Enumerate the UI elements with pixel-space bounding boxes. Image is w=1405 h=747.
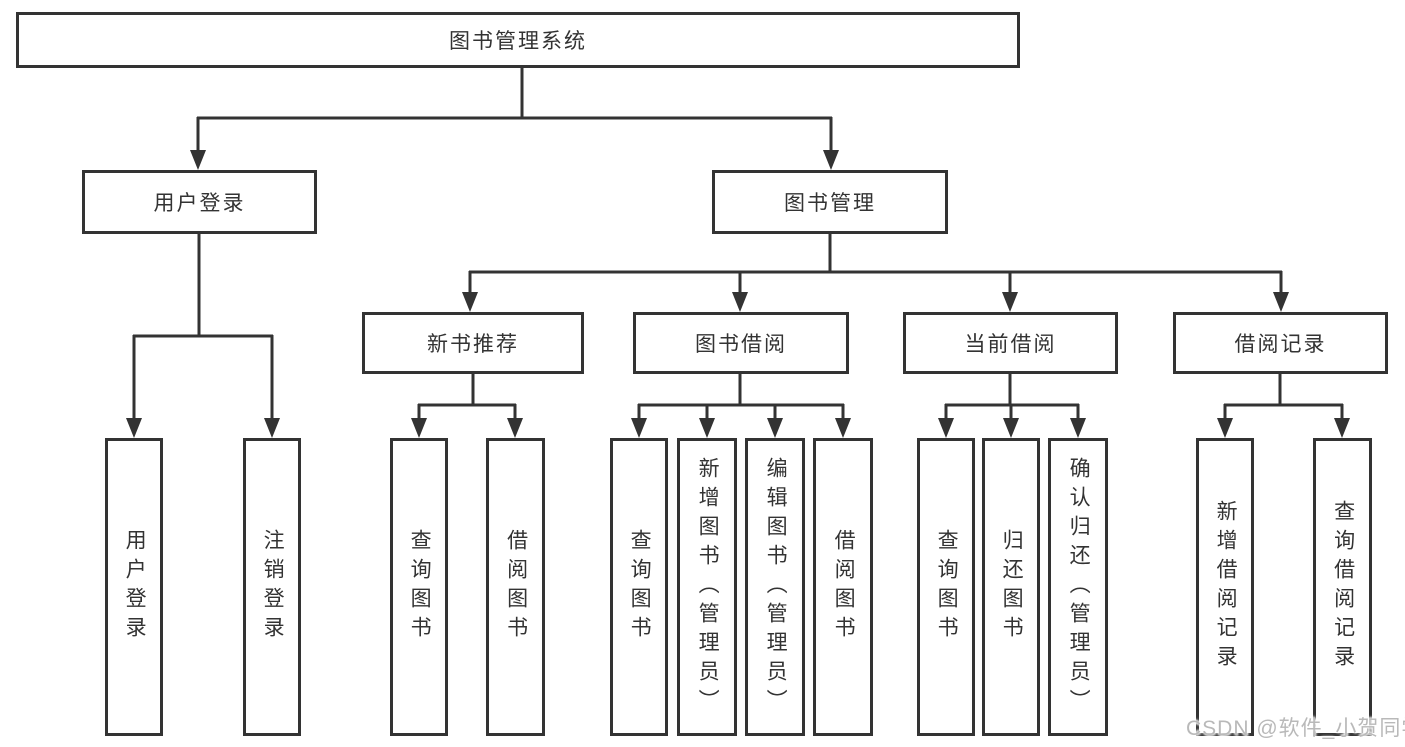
node-user-login-label: 用户登录 bbox=[153, 192, 246, 215]
node-book-borrow-label: 图书借阅 bbox=[695, 333, 787, 356]
leaf-bb-query-books-label: 查询图书 bbox=[628, 529, 652, 645]
leaf-nbr-borrow-books: 借阅图书 bbox=[486, 438, 545, 736]
node-library-system-label: 图书管理系统 bbox=[449, 30, 587, 53]
leaf-nbr-query-books-label: 查询图书 bbox=[408, 529, 432, 645]
leaf-bb-edit-books-admin-label: 编辑图书（管理员） bbox=[764, 456, 788, 718]
leaf-cb-query-books-label: 查询图书 bbox=[935, 529, 959, 645]
node-borrow-records: 借阅记录 bbox=[1173, 312, 1388, 374]
leaf-bb-add-books-admin: 新增图书（管理员） bbox=[677, 438, 737, 736]
node-book-borrow: 图书借阅 bbox=[633, 312, 849, 374]
leaf-nbr-borrow-books-label: 借阅图书 bbox=[504, 529, 528, 645]
node-current-borrow-label: 当前借阅 bbox=[964, 333, 1057, 356]
leaf-cb-return-books: 归还图书 bbox=[982, 438, 1040, 736]
leaf-br-query-record: 查询借阅记录 bbox=[1313, 438, 1372, 736]
node-new-book-recommend: 新书推荐 bbox=[362, 312, 584, 374]
leaf-bb-add-books-admin-label: 新增图书（管理员） bbox=[696, 456, 720, 718]
leaf-user-login: 用户登录 bbox=[105, 438, 163, 736]
leaf-logout-label: 注销登录 bbox=[261, 529, 285, 645]
node-borrow-records-label: 借阅记录 bbox=[1234, 333, 1327, 356]
node-book-management-label: 图书管理 bbox=[784, 192, 876, 215]
leaf-user-login-label: 用户登录 bbox=[123, 529, 147, 645]
leaf-br-query-record-label: 查询借阅记录 bbox=[1331, 500, 1355, 674]
leaf-br-add-record-label: 新增借阅记录 bbox=[1214, 500, 1238, 674]
leaf-logout: 注销登录 bbox=[243, 438, 301, 736]
leaf-br-add-record: 新增借阅记录 bbox=[1196, 438, 1254, 736]
leaf-cb-confirm-return-admin-label: 确认归还（管理员） bbox=[1067, 456, 1091, 718]
node-user-login: 用户登录 bbox=[82, 170, 317, 234]
node-current-borrow: 当前借阅 bbox=[903, 312, 1118, 374]
leaf-bb-borrow-books-label: 借阅图书 bbox=[832, 529, 856, 645]
leaf-bb-query-books: 查询图书 bbox=[610, 438, 668, 736]
arrow-heads bbox=[126, 150, 1350, 438]
leaf-bb-edit-books-admin: 编辑图书（管理员） bbox=[745, 438, 805, 736]
leaf-cb-return-books-label: 归还图书 bbox=[1000, 529, 1024, 645]
node-library-system: 图书管理系统 bbox=[16, 12, 1020, 68]
node-book-management: 图书管理 bbox=[712, 170, 948, 234]
leaf-nbr-query-books: 查询图书 bbox=[390, 438, 448, 736]
leaf-bb-borrow-books: 借阅图书 bbox=[813, 438, 873, 736]
leaf-cb-confirm-return-admin: 确认归还（管理员） bbox=[1048, 438, 1108, 736]
node-new-book-recommend-label: 新书推荐 bbox=[427, 333, 519, 356]
csdn-watermark: CSDN @软件_小贺同学 bbox=[1186, 717, 1405, 740]
leaf-cb-query-books: 查询图书 bbox=[917, 438, 975, 736]
